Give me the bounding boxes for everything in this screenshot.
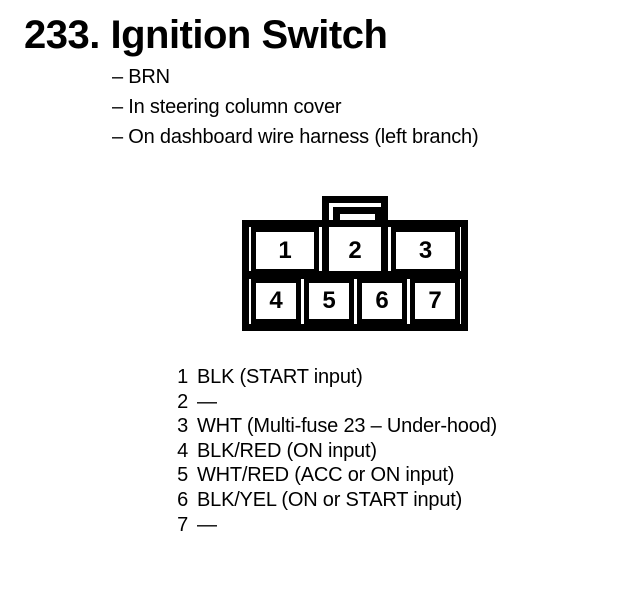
pinout-pin-description: WHT/RED (ACC or ON input) bbox=[197, 464, 455, 487]
pinout-pin-description: BLK (START input) bbox=[197, 366, 363, 388]
pinout-pin-number: 7 bbox=[177, 513, 188, 536]
pinout-row: 3 WHT (Multi-fuse 23 – Under-hood) bbox=[150, 414, 497, 439]
pinout-pin-number: 1 bbox=[177, 366, 188, 388]
note-line: – BRN bbox=[112, 66, 170, 88]
connector-row-divider bbox=[249, 271, 461, 279]
pinout-pin-description: BLK/RED (ON input) bbox=[197, 439, 377, 462]
pin-cell-5: 5 bbox=[304, 278, 354, 324]
pin-cell-2: 2 bbox=[329, 227, 381, 274]
section-title: 233. Ignition Switch bbox=[24, 13, 388, 57]
pinout-pin-number: 5 bbox=[177, 464, 188, 487]
pin-cell-6: 6 bbox=[357, 278, 407, 324]
pin-cell-1: 1 bbox=[251, 227, 319, 274]
pinout-pin-description: — bbox=[197, 390, 217, 413]
pinout-row: 4 BLK/RED (ON input) bbox=[150, 439, 497, 464]
pinout-pin-description: — bbox=[197, 513, 217, 536]
pinout-pin-description: WHT (Multi-fuse 23 – Under-hood) bbox=[197, 415, 498, 438]
latch-wall-left bbox=[322, 227, 329, 279]
pinout-row: 7 — bbox=[150, 513, 497, 538]
pinout-row: 5 WHT/RED (ACC or ON input) bbox=[150, 463, 497, 488]
pinout-row: 1 BLK (START input) bbox=[150, 365, 497, 390]
pinout-pin-number: 3 bbox=[177, 415, 188, 438]
note-line: – In steering column cover bbox=[112, 96, 342, 118]
connector-latch-inner bbox=[333, 207, 382, 220]
pinout-list: 1 BLK (START input) 2 — 3 WHT (Multi-fus… bbox=[150, 365, 497, 537]
note-line: – On dashboard wire harness (left branch… bbox=[112, 126, 479, 148]
pinout-pin-description: BLK/YEL (ON or START input) bbox=[197, 488, 463, 511]
pinout-row: 2 — bbox=[150, 390, 497, 415]
connector-diagram: 1 2 3 4 5 6 7 bbox=[242, 196, 468, 331]
latch-wall-right bbox=[381, 227, 388, 279]
pinout-pin-number: 2 bbox=[177, 390, 188, 413]
pinout-pin-number: 4 bbox=[177, 439, 188, 462]
pin-cell-4: 4 bbox=[251, 278, 301, 324]
pinout-row: 6 BLK/YEL (ON or START input) bbox=[150, 488, 497, 513]
connector-notes: – BRN – In steering column cover – On da… bbox=[112, 62, 479, 152]
pin-cell-3: 3 bbox=[391, 227, 460, 274]
pinout-pin-number: 6 bbox=[177, 488, 188, 511]
pin-cell-7: 7 bbox=[410, 278, 460, 324]
